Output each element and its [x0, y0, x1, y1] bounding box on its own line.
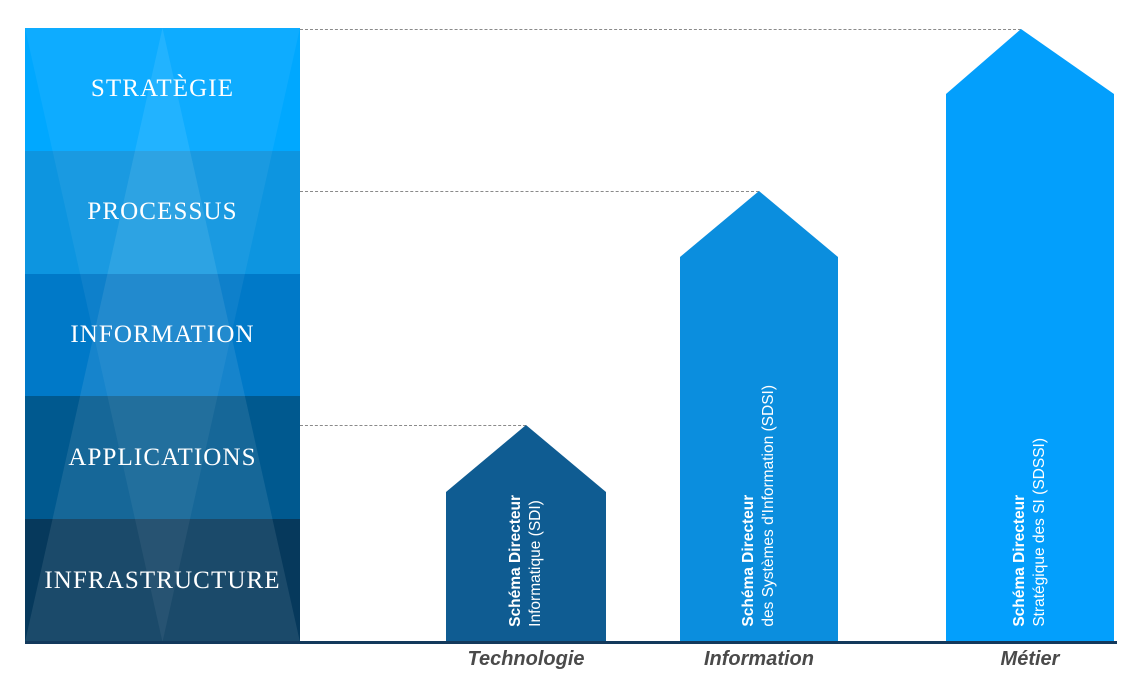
- guide-line-strategie: [300, 29, 1021, 30]
- layer-label-infrastructure: INFRASTRUCTURE: [44, 566, 281, 594]
- layer-information[interactable]: INFORMATION: [25, 273, 300, 397]
- layer-strategie[interactable]: STRATÈGIE: [25, 28, 300, 151]
- arrow-sdsi-shape: [680, 191, 838, 641]
- arrow-sdssi[interactable]: Schéma Directeur Stratégique des SI (SDS…: [946, 29, 1114, 641]
- layer-applications[interactable]: APPLICATIONS: [25, 396, 300, 520]
- layer-label-strategie: STRATÈGIE: [90, 75, 235, 103]
- layer-label-information: INFORMATION: [70, 320, 255, 348]
- axis-label-metier: Métier: [1000, 648, 1060, 670]
- layer-stack: STRATÈGIE PROCESSUS INFORMATION APPLICAT…: [25, 28, 300, 642]
- axis-label-information: Information: [704, 648, 814, 670]
- guide-line-applications: [300, 425, 526, 426]
- layer-processus[interactable]: PROCESSUS: [25, 150, 300, 274]
- layer-label-processus: PROCESSUS: [87, 198, 238, 226]
- guide-line-processus: [300, 191, 759, 192]
- arrow-sdi[interactable]: Schéma Directeur Informatique (SDI): [446, 425, 606, 641]
- arrow-sdsi[interactable]: Schéma Directeur des Systèmes d'Informat…: [680, 191, 838, 641]
- layer-infrastructure[interactable]: INFRASTRUCTURE: [25, 519, 300, 642]
- axis-label-technologie: Technologie: [467, 648, 585, 670]
- arrow-sdi-shape: [446, 425, 606, 641]
- layer-label-applications: APPLICATIONS: [68, 443, 257, 471]
- axis-baseline: [25, 641, 1117, 644]
- arrow-sdssi-shape: [946, 29, 1114, 641]
